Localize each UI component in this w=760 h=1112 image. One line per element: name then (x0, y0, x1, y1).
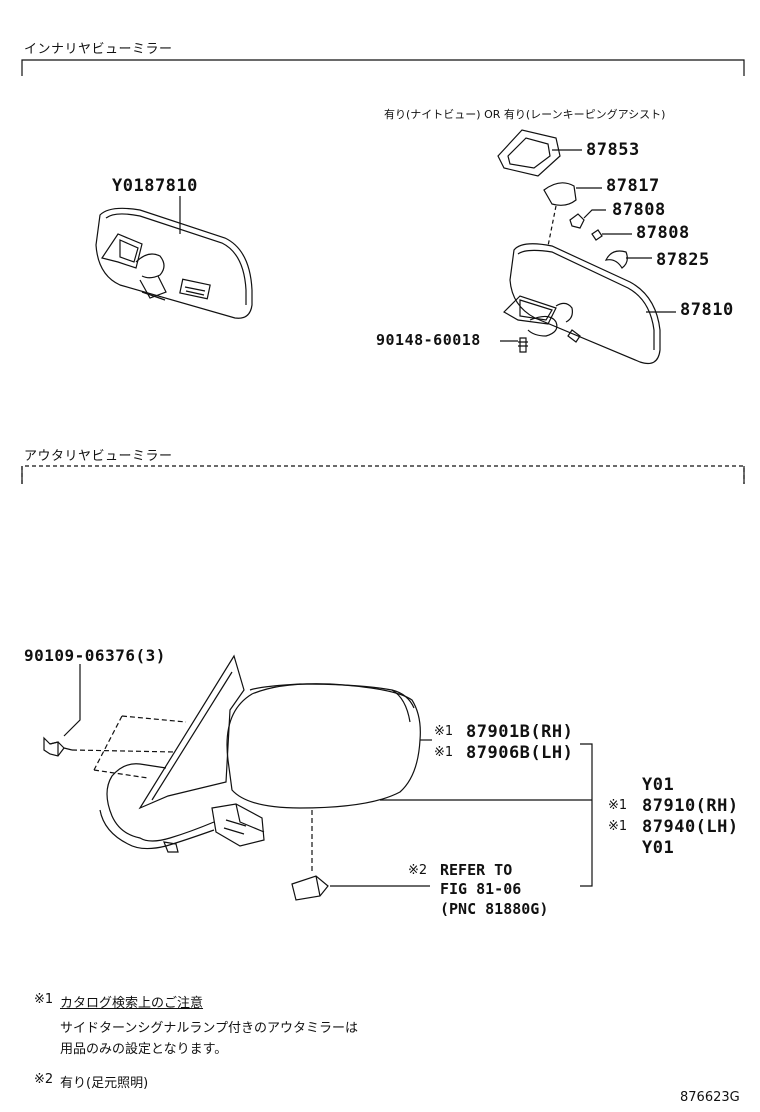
footnote-1-title: カタログ検索上のご注意 (60, 996, 204, 1011)
mark-1-mirror-lh: ※1 (608, 819, 628, 834)
footnote-2-mark: ※2 (34, 1072, 54, 1087)
inner-mirror-right-drawing (497, 129, 661, 365)
inner-mirror-left-drawing (95, 207, 253, 319)
refer-to-line2[interactable]: FIG 81-06 (440, 880, 522, 898)
part-number-87901b-rh[interactable]: 87901B(RH) (466, 722, 574, 742)
footnote-1-line1: サイドターンシグナルランプ付きのアウタミラーは (60, 1021, 358, 1036)
inner-section-bracket (21, 59, 745, 76)
refer-to-line3[interactable]: (PNC 81880G) (440, 900, 549, 918)
part-number-y0187810[interactable]: Y0187810 (112, 176, 198, 196)
part-number-87910-rh[interactable]: 87910(RH) (642, 796, 739, 816)
figure-id: 876623G (680, 1090, 740, 1105)
option-note: 有り(ナイトビュー) OR 有り(レーンキーピングアシスト) (384, 108, 666, 121)
outer-mirror-section-title: アウタリヤビューミラー (24, 449, 173, 464)
part-number-87853[interactable]: 87853 (586, 140, 640, 160)
part-number-87808-b[interactable]: 87808 (636, 223, 690, 243)
mark-1-cover-lh: ※1 (434, 745, 454, 760)
mark-2-refer: ※2 (408, 863, 428, 878)
inner-mirror-section-title: インナリヤビューミラー (24, 42, 173, 57)
part-number-90148-60018[interactable]: 90148-60018 (376, 331, 481, 349)
part-number-y01-top[interactable]: Y01 (642, 775, 675, 795)
part-number-87817[interactable]: 87817 (606, 176, 660, 196)
footnote-1-mark: ※1 (34, 992, 54, 1007)
part-number-87810[interactable]: 87810 (680, 300, 734, 320)
part-number-y01-bottom[interactable]: Y01 (642, 838, 675, 858)
refer-to-line1[interactable]: REFER TO (440, 861, 513, 879)
part-number-87825[interactable]: 87825 (656, 250, 710, 270)
outer-mirror-drawing (43, 654, 421, 901)
part-number-87906b-lh[interactable]: 87906B(LH) (466, 743, 574, 763)
part-number-87940-lh[interactable]: 87940(LH) (642, 817, 739, 837)
part-number-87808-a[interactable]: 87808 (612, 200, 666, 220)
footnote-1-line2: 用品のみの設定となります。 (60, 1042, 228, 1057)
footnote-2-text: 有り(足元照明) (60, 1076, 149, 1091)
part-number-90109-06376[interactable]: 90109-06376(3) (24, 646, 166, 665)
mark-1-cover-rh: ※1 (434, 724, 454, 739)
outer-section-bracket (21, 465, 745, 484)
mark-1-mirror-rh: ※1 (608, 798, 628, 813)
